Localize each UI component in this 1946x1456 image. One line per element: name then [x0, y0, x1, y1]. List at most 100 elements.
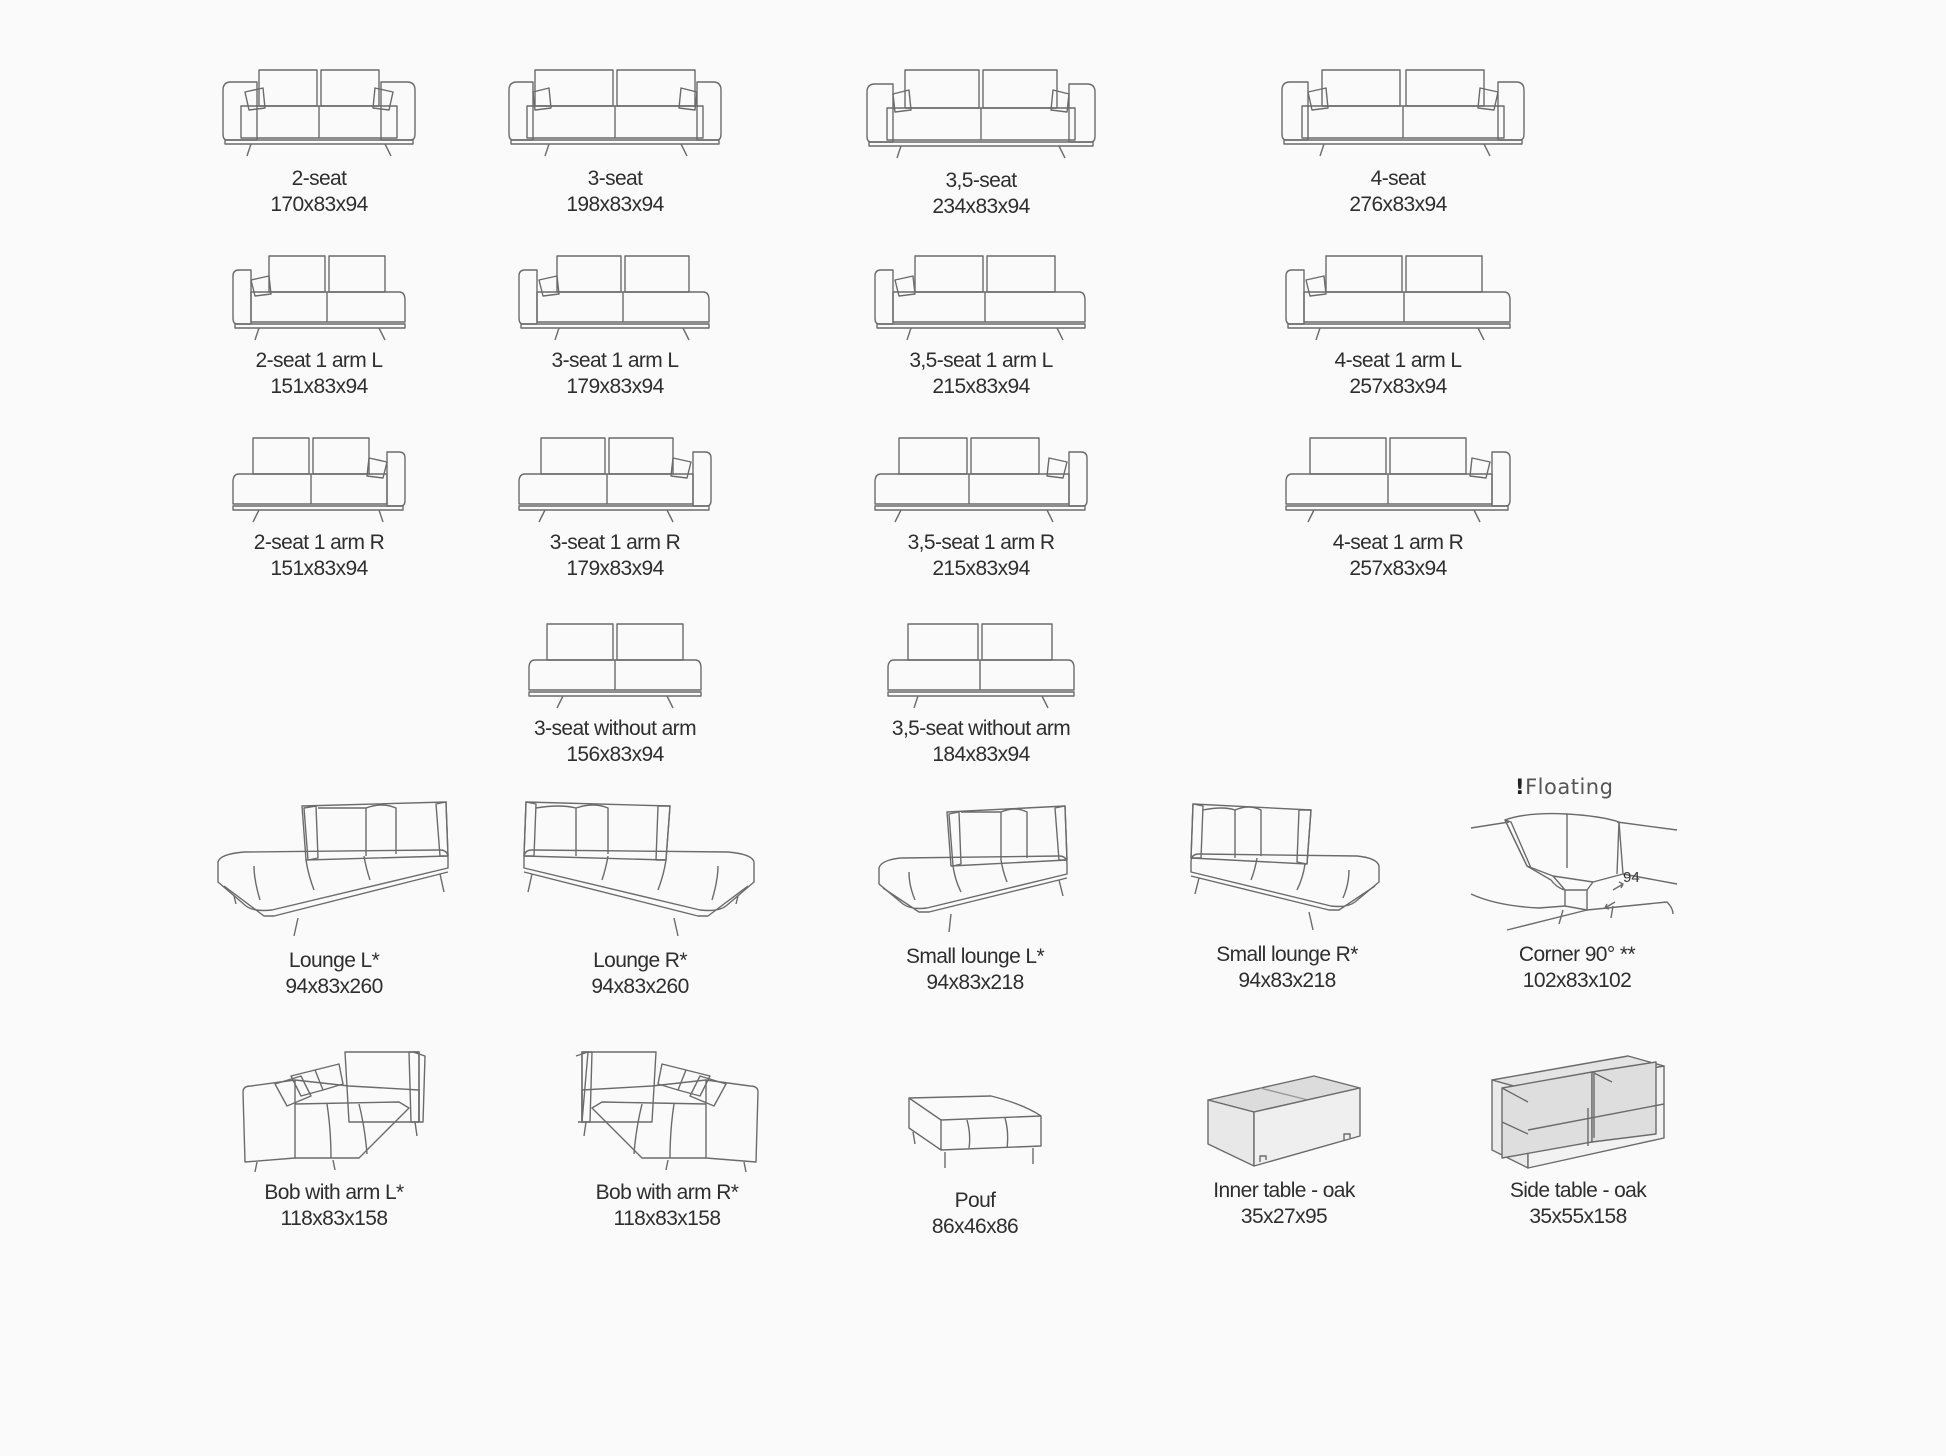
- item-label: 2-seat 1 arm L: [255, 349, 384, 372]
- item-dimensions: 215x83x94: [932, 375, 1030, 398]
- item-dimensions: 35x55x158: [1529, 1205, 1627, 1228]
- item-bob-arm-r: Bob with arm R* 118x83x158: [547, 1050, 787, 1232]
- item-label: 3-seat: [587, 167, 643, 190]
- item-2-seat-1-arm-l: 2-seat 1 arm L 151x83x94: [199, 254, 439, 400]
- item-3-5-seat-1-arm-l: 3,5-seat 1 arm L 215x83x94: [861, 254, 1101, 400]
- pouf-icon: [905, 1094, 1045, 1180]
- item-2-seat-1-arm-r: 2-seat 1 arm R 151x83x94: [199, 436, 439, 582]
- item-label: 4-seat: [1370, 167, 1426, 190]
- sofa-4-seat-arm-l-icon: [1282, 254, 1514, 340]
- item-label: 3,5-seat: [945, 169, 1017, 192]
- item-label: 3-seat 1 arm R: [549, 531, 681, 554]
- item-label: Pouf: [954, 1189, 996, 1212]
- sofa-3-seat-arm-r-icon: [515, 436, 715, 522]
- item-label: 3,5-seat without arm: [891, 717, 1071, 740]
- item-3-seat: 3-seat 198x83x94: [495, 68, 735, 218]
- item-dimensions: 257x83x94: [1349, 375, 1447, 398]
- item-label: Corner 90° **: [1518, 943, 1636, 966]
- sofa-3-5-seat-no-arm-icon: [884, 622, 1078, 708]
- item-dimensions: 151x83x94: [270, 375, 368, 398]
- item-dimensions: 198x83x94: [566, 193, 664, 216]
- item-4-seat-1-arm-l: 4-seat 1 arm L 257x83x94: [1278, 254, 1518, 400]
- item-label: Bob with arm L*: [264, 1181, 404, 1204]
- sofa-3-5-seat-icon: [863, 68, 1099, 160]
- item-dimensions: 86x46x86: [931, 1215, 1019, 1238]
- sofa-2-seat-arm-r-icon: [229, 436, 409, 522]
- item-3-5-seat-1-arm-r: 3,5-seat 1 arm R 215x83x94: [861, 436, 1101, 582]
- item-dimensions: 276x83x94: [1349, 193, 1447, 216]
- small-lounge-r-icon: [1187, 802, 1387, 934]
- item-small-lounge-r: Small lounge R* 94x83x218: [1167, 802, 1407, 994]
- item-dimensions: 35x27x95: [1240, 1205, 1328, 1228]
- item-pouf: Pouf 86x46x86: [855, 1094, 1095, 1240]
- item-dimensions: 184x83x94: [932, 743, 1030, 766]
- item-label: 3,5-seat 1 arm L: [909, 349, 1053, 372]
- item-label: Small lounge R*: [1216, 943, 1358, 966]
- item-dimensions: 94x83x218: [926, 971, 1024, 994]
- floating-text: Floating: [1525, 775, 1614, 799]
- item-3-5-seat-without-arm: 3,5-seat without arm 184x83x94: [861, 622, 1101, 768]
- item-dimensions: 102x83x102: [1522, 969, 1632, 992]
- sofa-3-5-seat-arm-l-icon: [871, 254, 1091, 340]
- item-label: Side table - oak: [1509, 1179, 1647, 1202]
- item-label: Inner table - oak: [1213, 1179, 1355, 1202]
- item-side-table: Side table - oak 35x55x158: [1458, 1054, 1698, 1230]
- item-label: Bob with arm R*: [595, 1181, 739, 1204]
- item-label: Small lounge L*: [905, 945, 1045, 968]
- item-3-seat-1-arm-r: 3-seat 1 arm R 179x83x94: [495, 436, 735, 582]
- item-inner-table: Inner table - oak 35x27x95: [1164, 1074, 1404, 1230]
- sofa-2-seat-icon: [219, 68, 419, 158]
- item-bob-arm-l: Bob with arm L* 118x83x158: [214, 1050, 454, 1232]
- item-4-seat-1-arm-r: 4-seat 1 arm R 257x83x94: [1278, 436, 1518, 582]
- item-label: 4-seat 1 arm R: [1332, 531, 1464, 554]
- item-dimensions: 118x83x158: [280, 1207, 388, 1230]
- item-dimensions: 257x83x94: [1349, 557, 1447, 580]
- item-4-seat: 4-seat 276x83x94: [1278, 68, 1518, 218]
- small-lounge-l-icon: [875, 804, 1075, 936]
- corner-depth-measure: 94: [1623, 869, 1640, 886]
- sofa-3-seat-icon: [505, 68, 725, 158]
- lounge-r-icon: [520, 800, 760, 940]
- item-dimensions: 179x83x94: [566, 557, 664, 580]
- side-table-icon: [1488, 1054, 1668, 1170]
- item-3-seat-1-arm-l: 3-seat 1 arm L 179x83x94: [495, 254, 735, 400]
- bob-arm-r-icon: [572, 1050, 762, 1172]
- sofa-3-seat-no-arm-icon: [525, 622, 705, 708]
- item-small-lounge-l: Small lounge L* 94x83x218: [855, 804, 1095, 996]
- item-dimensions: 215x83x94: [932, 557, 1030, 580]
- item-dimensions: 94x83x260: [591, 975, 689, 998]
- bob-arm-l-icon: [239, 1050, 429, 1172]
- item-dimensions: 179x83x94: [566, 375, 664, 398]
- item-dimensions: 151x83x94: [270, 557, 368, 580]
- item-lounge-r: Lounge R* 94x83x260: [520, 800, 760, 1000]
- item-dimensions: 170x83x94: [270, 193, 368, 216]
- item-dimensions: 156x83x94: [566, 743, 664, 766]
- item-label: 3-seat without arm: [534, 717, 697, 740]
- item-label: Lounge R*: [593, 949, 687, 972]
- sofa-4-seat-arm-r-icon: [1282, 436, 1514, 522]
- sofa-3-5-seat-arm-r-icon: [871, 436, 1091, 522]
- lounge-l-icon: [214, 800, 454, 940]
- item-label: 2-seat: [291, 167, 347, 190]
- inner-table-icon: [1204, 1074, 1364, 1170]
- sofa-3-seat-arm-l-icon: [515, 254, 715, 340]
- item-3-5-seat: 3,5-seat 234x83x94: [861, 68, 1101, 220]
- item-3-seat-without-arm: 3-seat without arm 156x83x94: [495, 622, 735, 768]
- item-corner-90: 94 Corner 90° ** 102x83x102: [1457, 810, 1697, 994]
- sofa-2-seat-arm-l-icon: [229, 254, 409, 340]
- item-dimensions: 118x83x158: [613, 1207, 721, 1230]
- item-dimensions: 94x83x260: [285, 975, 383, 998]
- corner-90-icon: [1467, 810, 1687, 934]
- floating-mark: !: [1515, 775, 1526, 799]
- item-label: 3,5-seat 1 arm R: [907, 531, 1055, 554]
- item-dimensions: 234x83x94: [932, 195, 1030, 218]
- sofa-4-seat-icon: [1278, 68, 1528, 158]
- item-label: 2-seat 1 arm R: [253, 531, 385, 554]
- item-lounge-l: Lounge L* 94x83x260: [214, 800, 454, 1000]
- item-label: Lounge L*: [288, 949, 380, 972]
- item-2-seat: 2-seat 170x83x94: [199, 68, 439, 218]
- item-dimensions: 94x83x218: [1238, 969, 1336, 992]
- floating-note: !Floating: [1515, 775, 1613, 799]
- item-label: 3-seat 1 arm L: [551, 349, 680, 372]
- item-label: 4-seat 1 arm L: [1334, 349, 1463, 372]
